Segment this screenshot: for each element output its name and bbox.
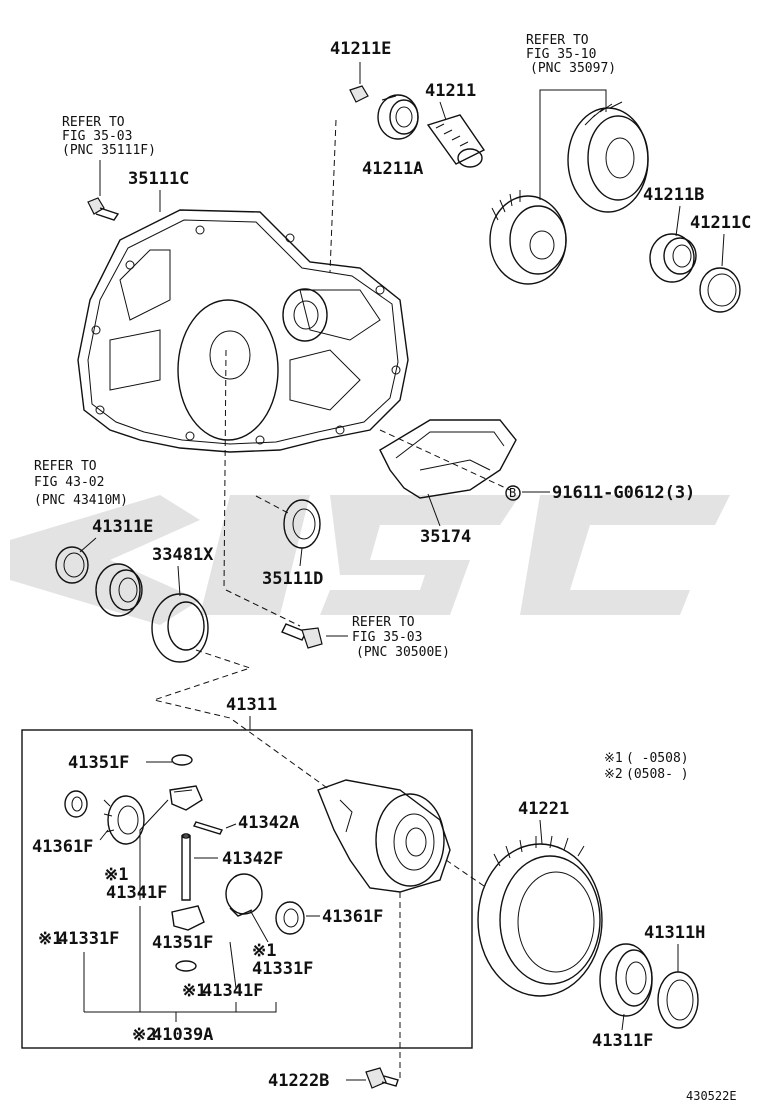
part-41361f-washer-right[interactable] <box>275 901 305 935</box>
label-41211a[interactable]: 41211A <box>362 159 423 179</box>
label-41311[interactable]: 41311 <box>226 695 277 715</box>
part-41311h-ring[interactable] <box>657 971 699 1029</box>
part-35111c-transaxle-case[interactable] <box>77 209 409 453</box>
part-41211a-bearing[interactable] <box>377 94 419 140</box>
label-41351f-top[interactable]: 41351F <box>68 753 129 773</box>
ref-fig-35-03-b[interactable]: REFER TO FIG 35-03 (PNC 30500E) <box>352 615 450 660</box>
part-41211-shaft[interactable] <box>426 114 486 168</box>
part-41211e-plug[interactable] <box>349 85 369 103</box>
svg-text:REFER TO: REFER TO <box>526 33 589 48</box>
part-41342a-pin[interactable] <box>193 821 223 835</box>
part-41311f-bearing[interactable] <box>599 943 653 1017</box>
label-41341f-lower[interactable]: 41341F <box>202 981 263 1001</box>
label-41331f-right[interactable]: 41331F <box>252 959 313 979</box>
part-41361f-washer-left[interactable] <box>64 790 88 818</box>
label-41361f-right[interactable]: 41361F <box>322 907 383 927</box>
svg-text:(PNC 35111F): (PNC 35111F) <box>62 143 156 158</box>
label-35111c[interactable]: 35111C <box>128 169 189 189</box>
mark-41039a: ※2 <box>132 1025 156 1045</box>
label-41211b[interactable]: 41211B <box>643 185 704 205</box>
part-41342f-shaft[interactable] <box>181 833 191 901</box>
ref-fig-43-02[interactable]: REFER TO FIG 43-02 (PNC 43410M) <box>34 459 128 508</box>
figure-id: 430522E <box>686 1089 737 1103</box>
label-41311h[interactable]: 41311H <box>644 923 705 943</box>
differential-kit-frame <box>21 729 473 1049</box>
svg-text:(PNC 43410M): (PNC 43410M) <box>34 493 128 508</box>
label-41211c[interactable]: 41211C <box>690 213 751 233</box>
part-91611-bolt[interactable]: B <box>505 485 521 501</box>
part-41351f-washer-top[interactable] <box>171 754 193 766</box>
mark-41341f-upper: ※1 <box>104 865 128 885</box>
label-41342a[interactable]: 41342A <box>238 813 299 833</box>
label-33481x[interactable]: 33481X <box>152 545 214 565</box>
label-41361f-left[interactable]: 41361F <box>32 837 93 857</box>
svg-text:REFER TO: REFER TO <box>34 459 97 474</box>
part-bolt-35111f <box>87 197 120 221</box>
part-41311e-seal[interactable] <box>55 546 89 584</box>
part-differential-case <box>317 779 451 893</box>
svg-text:REFER TO: REFER TO <box>352 615 415 630</box>
label-41039a[interactable]: 41039A <box>152 1025 213 1045</box>
part-pinion-gear-lower <box>171 905 205 931</box>
ref-fig-35-03-a[interactable]: REFER TO FIG 35-03 (PNC 35111F) <box>62 115 156 158</box>
mark-41331f-right: ※1 <box>252 941 276 961</box>
part-pinion-gear-top <box>169 785 203 811</box>
svg-text:FIG 35-10: FIG 35-10 <box>526 47 596 62</box>
mark-41341f-lower: ※1 <box>182 981 206 1001</box>
part-side-gear-left <box>103 795 145 845</box>
part-bolt-30500e <box>281 623 323 649</box>
svg-text:(PNC 30500E): (PNC 30500E) <box>356 645 450 660</box>
part-41211b-bearing[interactable] <box>649 233 697 283</box>
svg-text:FIG 43-02: FIG 43-02 <box>34 475 104 490</box>
svg-text:REFER TO: REFER TO <box>62 115 125 130</box>
label-35111d[interactable]: 35111D <box>262 569 323 589</box>
label-41311e[interactable]: 41311E <box>92 517 153 537</box>
part-41221-ring-gear[interactable] <box>477 835 603 997</box>
svg-text:※2: ※2 <box>604 767 623 782</box>
part-drive-gear-upper <box>567 101 649 213</box>
svg-text:(0508- ): (0508- ) <box>626 767 689 782</box>
svg-text:FIG 35-03: FIG 35-03 <box>352 630 422 645</box>
label-91611[interactable]: 91611-G0612(3) <box>552 483 695 503</box>
label-41211[interactable]: 41211 <box>425 81 476 101</box>
svg-text:FIG 35-03: FIG 35-03 <box>62 129 132 144</box>
part-41351f-washer-bottom[interactable] <box>175 960 197 972</box>
label-35174[interactable]: 35174 <box>420 527 471 547</box>
label-41221[interactable]: 41221 <box>518 799 569 819</box>
mark-41331f-left: ※1 <box>38 929 62 949</box>
label-41342f[interactable]: 41342F <box>222 849 283 869</box>
svg-text:( -0508): ( -0508) <box>626 751 689 766</box>
svg-text:(PNC 35097): (PNC 35097) <box>530 61 616 76</box>
part-41211c-ring[interactable] <box>699 267 741 313</box>
legend-serial-ranges: ※1 ( -0508) ※2 (0508- ) <box>604 751 689 782</box>
part-41222b-bolt[interactable] <box>365 1067 399 1089</box>
part-side-gear-right <box>225 873 263 917</box>
svg-text:B: B <box>509 486 516 500</box>
label-41211e[interactable]: 41211E <box>330 39 391 59</box>
label-41311f[interactable]: 41311F <box>592 1031 653 1051</box>
label-41341f-upper[interactable]: 41341F <box>106 883 167 903</box>
label-41331f-left[interactable]: 41331F <box>58 929 119 949</box>
part-side-bearing-left <box>95 563 143 617</box>
watermark-logo <box>10 495 730 625</box>
label-41351f-bottom[interactable]: 41351F <box>152 933 213 953</box>
svg-text:※1: ※1 <box>604 751 623 766</box>
ref-fig-35-10[interactable]: REFER TO FIG 35-10 (PNC 35097) <box>526 33 616 76</box>
label-41222b[interactable]: 41222B <box>268 1071 329 1091</box>
part-35174-plate[interactable] <box>379 419 517 499</box>
part-drive-gear-lower <box>489 190 567 285</box>
